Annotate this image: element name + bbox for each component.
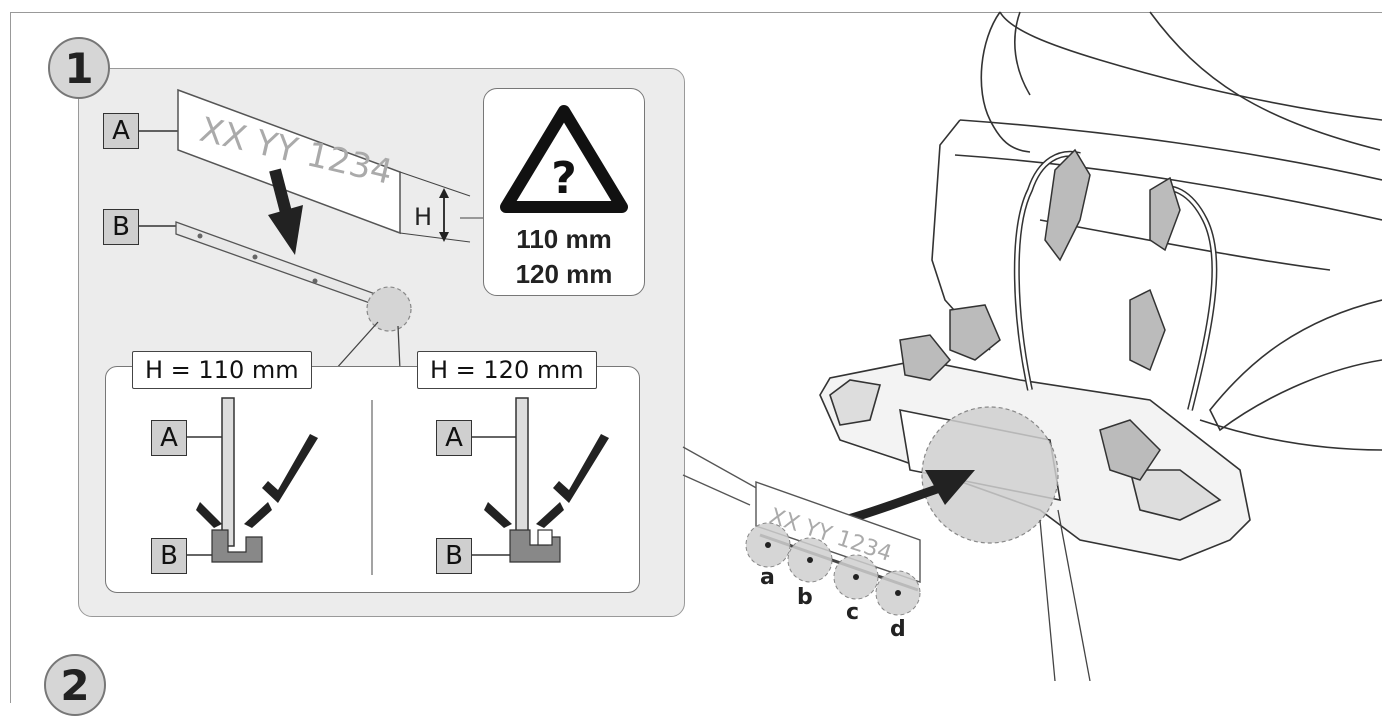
height-option-2: 120 mm (515, 259, 613, 289)
height-symbol: H (414, 203, 432, 231)
option-1-part-a: A (151, 420, 187, 456)
option-2-part-b: B (436, 538, 472, 574)
option-label-110: H = 110 mm (132, 351, 312, 389)
warning-triangle-icon: ? (500, 105, 628, 213)
position-b: b (797, 585, 813, 610)
checkmark-icon (262, 434, 318, 503)
step-1-badge: 1 (48, 37, 110, 99)
part-b-label: B (103, 209, 139, 245)
option-label-120: H = 120 mm (417, 351, 597, 389)
part-a-label: A (103, 113, 139, 149)
arrow-down-icon (268, 168, 303, 255)
position-a: a (760, 565, 775, 590)
warning-question-mark: ? (551, 153, 577, 204)
bike-carrier-illustration: XX YY 1234 (682, 11, 1382, 681)
position-c: c (846, 600, 860, 625)
options-illustration (187, 397, 609, 575)
step-number: 1 (64, 43, 94, 93)
position-d: d (890, 617, 906, 642)
plate-illustration: XX YY 1234 H (139, 88, 487, 371)
height-option-1: 110 mm (516, 224, 612, 254)
option-2-part-a: A (436, 420, 472, 456)
warning-box: ? 110 mm 120 mm (483, 88, 645, 296)
checkmark-icon (553, 434, 609, 503)
detail-circle (366, 286, 412, 332)
option-120-illustration (472, 397, 609, 563)
carrier-detail-circle (921, 406, 1059, 544)
plate-with-bar: XX YY 1234 (745, 481, 921, 616)
outer-frame (10, 12, 1382, 703)
option-110-illustration (187, 397, 318, 563)
option-1-part-b: B (151, 538, 187, 574)
